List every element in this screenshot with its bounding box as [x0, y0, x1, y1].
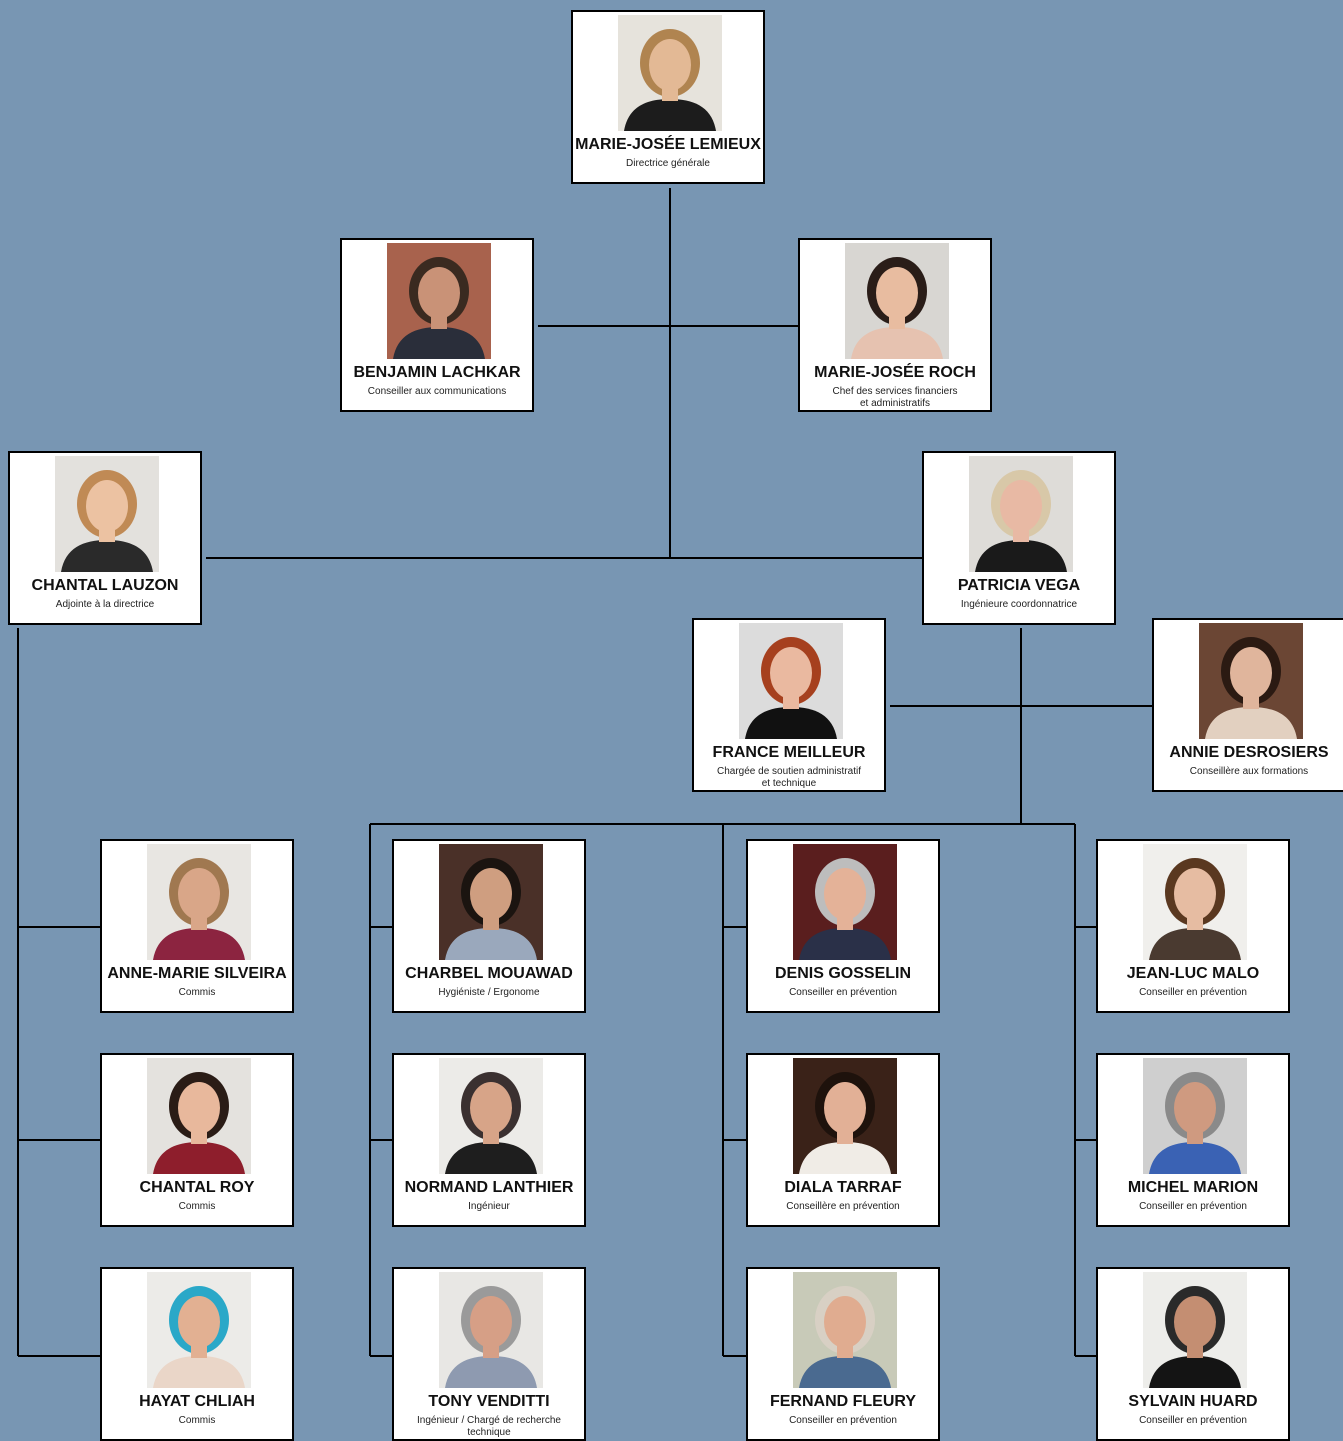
portrait-photo [618, 15, 722, 131]
person-name: NORMAND LANTHIER [404, 1179, 574, 1196]
portrait-photo [147, 1058, 251, 1174]
person-name: MARIE-JOSÉE LEMIEUX [575, 136, 761, 153]
portrait-photo [439, 844, 543, 960]
person-card-meilleur: FRANCE MEILLEUR Chargée de soutien admini… [692, 618, 886, 792]
person-name: DIALA TARRAF [784, 1179, 902, 1196]
person-card-lachkar: BENJAMIN LACHKAR Conseiller aux communica… [340, 238, 534, 412]
person-card-roch: MARIE-JOSÉE ROCH Chef des services financ… [798, 238, 992, 412]
person-name: ANNE-MARIE SILVEIRA [107, 965, 287, 982]
person-name: CHARBEL MOUAWAD [405, 965, 573, 982]
person-name: ANNIE DESROSIERS [1169, 744, 1329, 761]
portrait-photo [1143, 1272, 1247, 1388]
portrait-photo [739, 623, 843, 739]
person-role: Conseiller en prévention [789, 987, 897, 998]
portrait-photo [147, 844, 251, 960]
person-card-lanthier: NORMAND LANTHIER Ingénieur [392, 1053, 586, 1227]
person-name: FERNAND FLEURY [769, 1393, 917, 1410]
person-card-venditti: TONY VENDITTI Ingénieur / Chargé de reche… [392, 1267, 586, 1441]
person-card-gosselin: DENIS GOSSELIN Conseiller en prévention [746, 839, 940, 1013]
portrait-photo [969, 456, 1073, 572]
person-role: Conseiller en prévention [1139, 987, 1247, 998]
person-card-desrosiers: ANNIE DESROSIERS Conseillère aux formatio… [1152, 618, 1343, 792]
portrait-photo [439, 1272, 543, 1388]
portrait-photo [793, 1058, 897, 1174]
person-name: BENJAMIN LACHKAR [353, 364, 521, 381]
portrait-photo [1199, 623, 1303, 739]
person-card-malo: JEAN-LUC MALO Conseiller en prévention [1096, 839, 1290, 1013]
portrait-photo [387, 243, 491, 359]
person-role: Chargée de soutien administratif et tech… [717, 766, 861, 789]
person-name: FRANCE MEILLEUR [712, 744, 866, 761]
person-card-fleury: FERNAND FLEURY Conseiller en prévention [746, 1267, 940, 1441]
person-role: Ingénieur / Chargé de recherche techniqu… [417, 1415, 561, 1438]
person-card-mouawad: CHARBEL MOUAWAD Hygiéniste / Ergonome [392, 839, 586, 1013]
portrait-photo [793, 844, 897, 960]
person-role: Conseiller en prévention [789, 1415, 897, 1426]
person-name: DENIS GOSSELIN [774, 965, 912, 982]
person-name: JEAN-LUC MALO [1126, 965, 1260, 982]
person-role: Conseillère en prévention [786, 1201, 900, 1212]
person-name: MICHEL MARION [1127, 1179, 1259, 1196]
person-card-vega: PATRICIA VEGA Ingénieure coordonnatrice [922, 451, 1116, 625]
person-name: MARIE-JOSÉE ROCH [814, 364, 976, 381]
person-role: Commis [178, 1201, 216, 1212]
portrait-photo [1143, 1058, 1247, 1174]
person-card-silveira: ANNE-MARIE SILVEIRA Commis [100, 839, 294, 1013]
person-name: TONY VENDITTI [428, 1393, 550, 1410]
person-role: Directrice générale [626, 158, 710, 169]
person-role: Conseiller aux communications [367, 386, 507, 397]
person-role: Conseiller en prévention [1139, 1415, 1247, 1426]
person-role: Commis [178, 1415, 216, 1426]
person-card-lemieux: MARIE-JOSÉE LEMIEUX Directrice générale [571, 10, 765, 184]
person-card-tarraf: DIALA TARRAF Conseillère en prévention [746, 1053, 940, 1227]
person-role: Hygiéniste / Ergonome [438, 987, 540, 998]
person-name: HAYAT CHLIAH [139, 1393, 255, 1410]
portrait-photo [147, 1272, 251, 1388]
portrait-photo [845, 243, 949, 359]
portrait-photo [55, 456, 159, 572]
person-role: Ingénieur [468, 1201, 510, 1212]
person-name: SYLVAIN HUARD [1128, 1393, 1258, 1410]
person-role: Conseillère aux formations [1189, 766, 1309, 777]
person-role: Conseiller en prévention [1139, 1201, 1247, 1212]
portrait-photo [793, 1272, 897, 1388]
person-name: CHANTAL LAUZON [31, 577, 179, 594]
person-name: CHANTAL ROY [139, 1179, 255, 1196]
portrait-photo [1143, 844, 1247, 960]
person-role: Adjointe à la directrice [55, 599, 155, 610]
person-role: Commis [178, 987, 216, 998]
person-card-chliah: HAYAT CHLIAH Commis [100, 1267, 294, 1441]
person-name: PATRICIA VEGA [957, 577, 1081, 594]
portrait-photo [439, 1058, 543, 1174]
person-card-roy: CHANTAL ROY Commis [100, 1053, 294, 1227]
person-card-lauzon: CHANTAL LAUZON Adjointe à la directrice [8, 451, 202, 625]
person-card-marion: MICHEL MARION Conseiller en prévention [1096, 1053, 1290, 1227]
person-card-huard: SYLVAIN HUARD Conseiller en prévention [1096, 1267, 1290, 1441]
person-role: Chef des services financiers et administ… [832, 386, 958, 409]
person-role: Ingénieure coordonnatrice [960, 599, 1078, 610]
